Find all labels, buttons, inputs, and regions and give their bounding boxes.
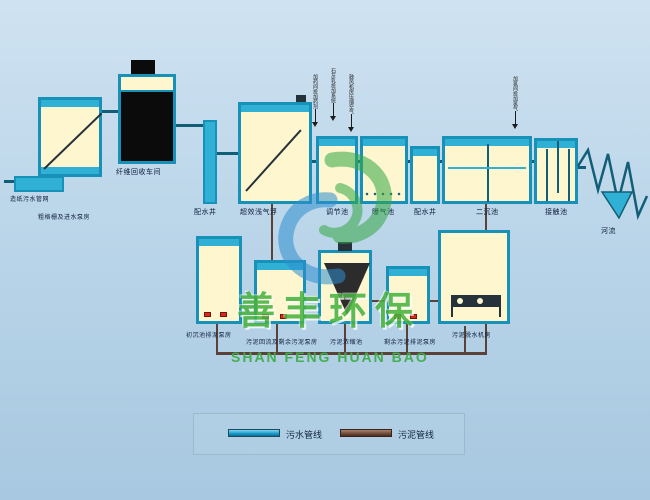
baffle [557,141,559,193]
flotation-motor [296,95,306,102]
pipe-sewage [438,160,444,163]
pipe-sludge [406,324,408,354]
dosing-point-2: 石灰乳投加系统 [330,68,336,121]
legend-sludge-label: 污泥管线 [398,430,435,440]
legend-sewage-line-swatch [228,429,280,437]
clarifier-launder [448,167,526,169]
dosing-point-1: 加药间投加药剂 [312,74,318,127]
pump [410,314,417,319]
legend-sewage-label: 污水管线 [286,430,323,440]
label-dist-well-1: 配水井 [194,209,217,216]
pipe-sludge [271,204,273,260]
unit-fiber-recovery [118,74,176,164]
water-surface [41,100,99,107]
arrow-down-icon [348,127,354,132]
label-primary-sludge-pump: 初沉池排泥泵房 [186,333,232,339]
unit-dewatering-house [438,230,510,324]
water-surface [257,263,303,270]
legend: 污水管线 污泥管线 [193,413,465,455]
pump [220,312,227,317]
pipe-sewage [310,160,318,163]
dosing-label: 加氯间投加氯气 [512,76,518,111]
unit-paper-sewer-channel [14,176,64,192]
label-secondary-clarifier: 二沉池 [476,209,499,216]
press-roller [477,298,483,304]
pump [204,312,211,317]
pipe-sewage [406,160,412,163]
fiber-recovery-chimney [131,60,155,78]
arrow-down-icon [512,124,518,129]
pipe-sludge [276,324,278,354]
label-regulating-tank: 调节池 [326,209,349,216]
thickener-motor [338,242,352,251]
water-surface [445,139,529,146]
water-surface [537,141,575,148]
thickener-cone [324,263,370,315]
dosing-label: 石灰乳投加系统 [330,68,336,103]
water-surface [389,269,427,276]
press-roller [457,298,463,304]
pipe-sewage-inlet [4,180,14,183]
baffle [568,149,570,201]
label-river: 河流 [601,228,616,235]
label-excess-sludge-pump: 剩余污泥排泥泵房 [384,340,437,346]
pump [394,314,401,319]
press-leg [451,307,453,317]
pipe-sludge [464,326,466,352]
dosing-line [332,103,334,116]
label-air-flotation: 超效浅气浮 [240,209,278,216]
clarifier-feedwell [487,144,489,202]
unit-regulating-tank [316,136,358,204]
pump [262,314,269,319]
dosing-label: 鼓风机房压缩空气 [348,74,354,114]
label-sludge-thickener: 污泥浓缩池 [330,340,363,346]
label-fiber-recovery: 纤维回收车间 [116,169,161,176]
baffle [546,149,548,201]
pipe-sludge-main [216,352,487,355]
water-surface [413,149,437,156]
belt-press [451,295,501,307]
dosing-line [314,109,316,122]
legend-sludge-line-swatch [340,429,392,437]
pipe-sewage [100,110,118,113]
label-dewatering-house: 污泥脱水机房 [452,333,492,339]
dosing-label: 加药间投加药剂 [312,74,318,109]
unit-sludge-thickener [318,250,372,324]
pump [280,314,287,319]
water-surface [363,139,405,146]
aeration-diffusers [363,192,405,196]
label-paper-sewer: 造纸污水管网 [10,197,50,203]
dosing-line [514,111,516,124]
dosing-line [350,114,352,127]
pipe-sludge [216,324,218,354]
label-aeration-tank: 曝气池 [372,209,395,216]
pipe-sewage [217,152,238,155]
dosing-point-4: 加氯间投加氯气 [512,76,518,129]
unit-dist-well-2 [410,146,440,204]
label-coarse-screen-pump: 粗格栅及进水泵房 [38,215,91,221]
arrow-down-icon [312,122,318,127]
dosing-point-3: 鼓风机房压缩空气 [348,74,354,132]
unit-contact-tank [534,138,578,204]
pipe-sewage [176,124,204,127]
river-zigzag [576,146,649,221]
unit-secondary-clarifier [442,136,532,204]
label-dist-well-2: 配水井 [414,209,437,216]
pipe-sludge [344,324,346,354]
pipe-sewage [530,160,536,163]
arrow-down-icon [330,116,336,121]
pipe-sewage [577,166,586,169]
water-surface [319,139,355,146]
water-surface [41,167,99,174]
water-surface [241,105,309,112]
label-contact-tank: 接触池 [545,209,568,216]
fiber-recovery-roof [121,77,173,92]
unit-dist-well-1 [203,120,217,204]
water-surface [199,239,239,246]
unit-excess-sludge-pump [386,266,430,324]
press-leg [499,307,501,317]
unit-primary-sludge-pump [196,236,242,324]
label-return-sludge-pump: 污泥回流及剩余污泥泵房 [246,340,318,346]
